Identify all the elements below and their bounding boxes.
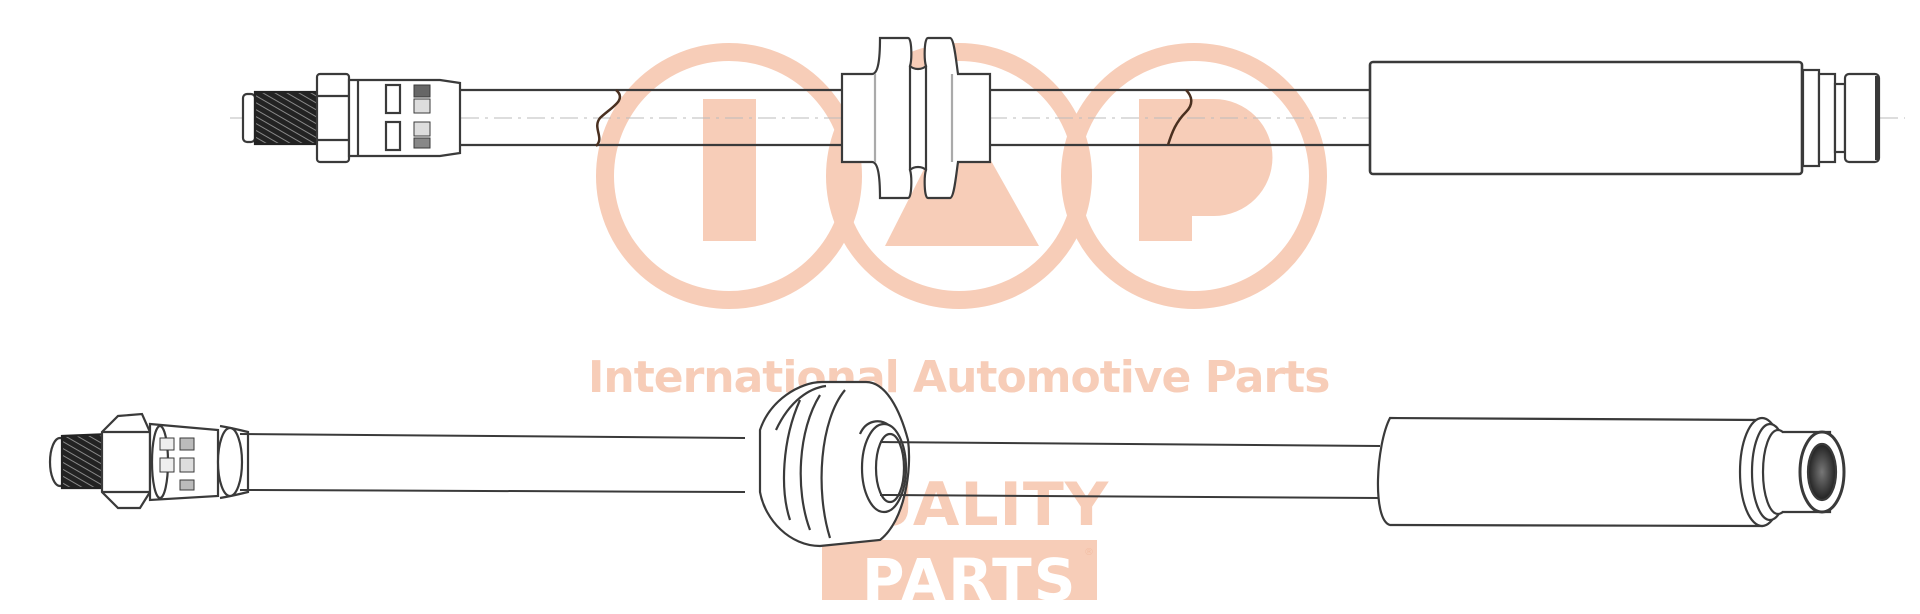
perspective-view-hose [48,380,1846,548]
logo-letter-a [885,102,1039,246]
watermark-parts-badge [822,540,1097,600]
right-end-fitting-3d [1738,416,1846,528]
left-threaded-fitting-3d [48,412,250,510]
break-mark [595,89,622,147]
registered-mark: ® [1084,547,1094,558]
top-view-hose [230,36,1905,200]
brake-hose-drawing [48,36,1905,548]
logo-circle-a [826,43,1092,309]
watermark-tagline: International Automotive Parts [588,352,1330,403]
protective-sleeve-3d [1376,416,1764,528]
center-grommet-3d [758,380,911,548]
logo-circle-p [1061,43,1327,309]
left-threaded-fitting [241,72,462,164]
break-mark [1166,89,1193,146]
product-image: International Automotive Parts QUALITY P… [48,36,1905,600]
protective-sleeve [1368,60,1804,176]
center-grommet [840,36,992,200]
logo-circle-i [596,43,862,309]
right-end-fitting [1801,68,1881,168]
logo-letter-i [703,99,756,241]
